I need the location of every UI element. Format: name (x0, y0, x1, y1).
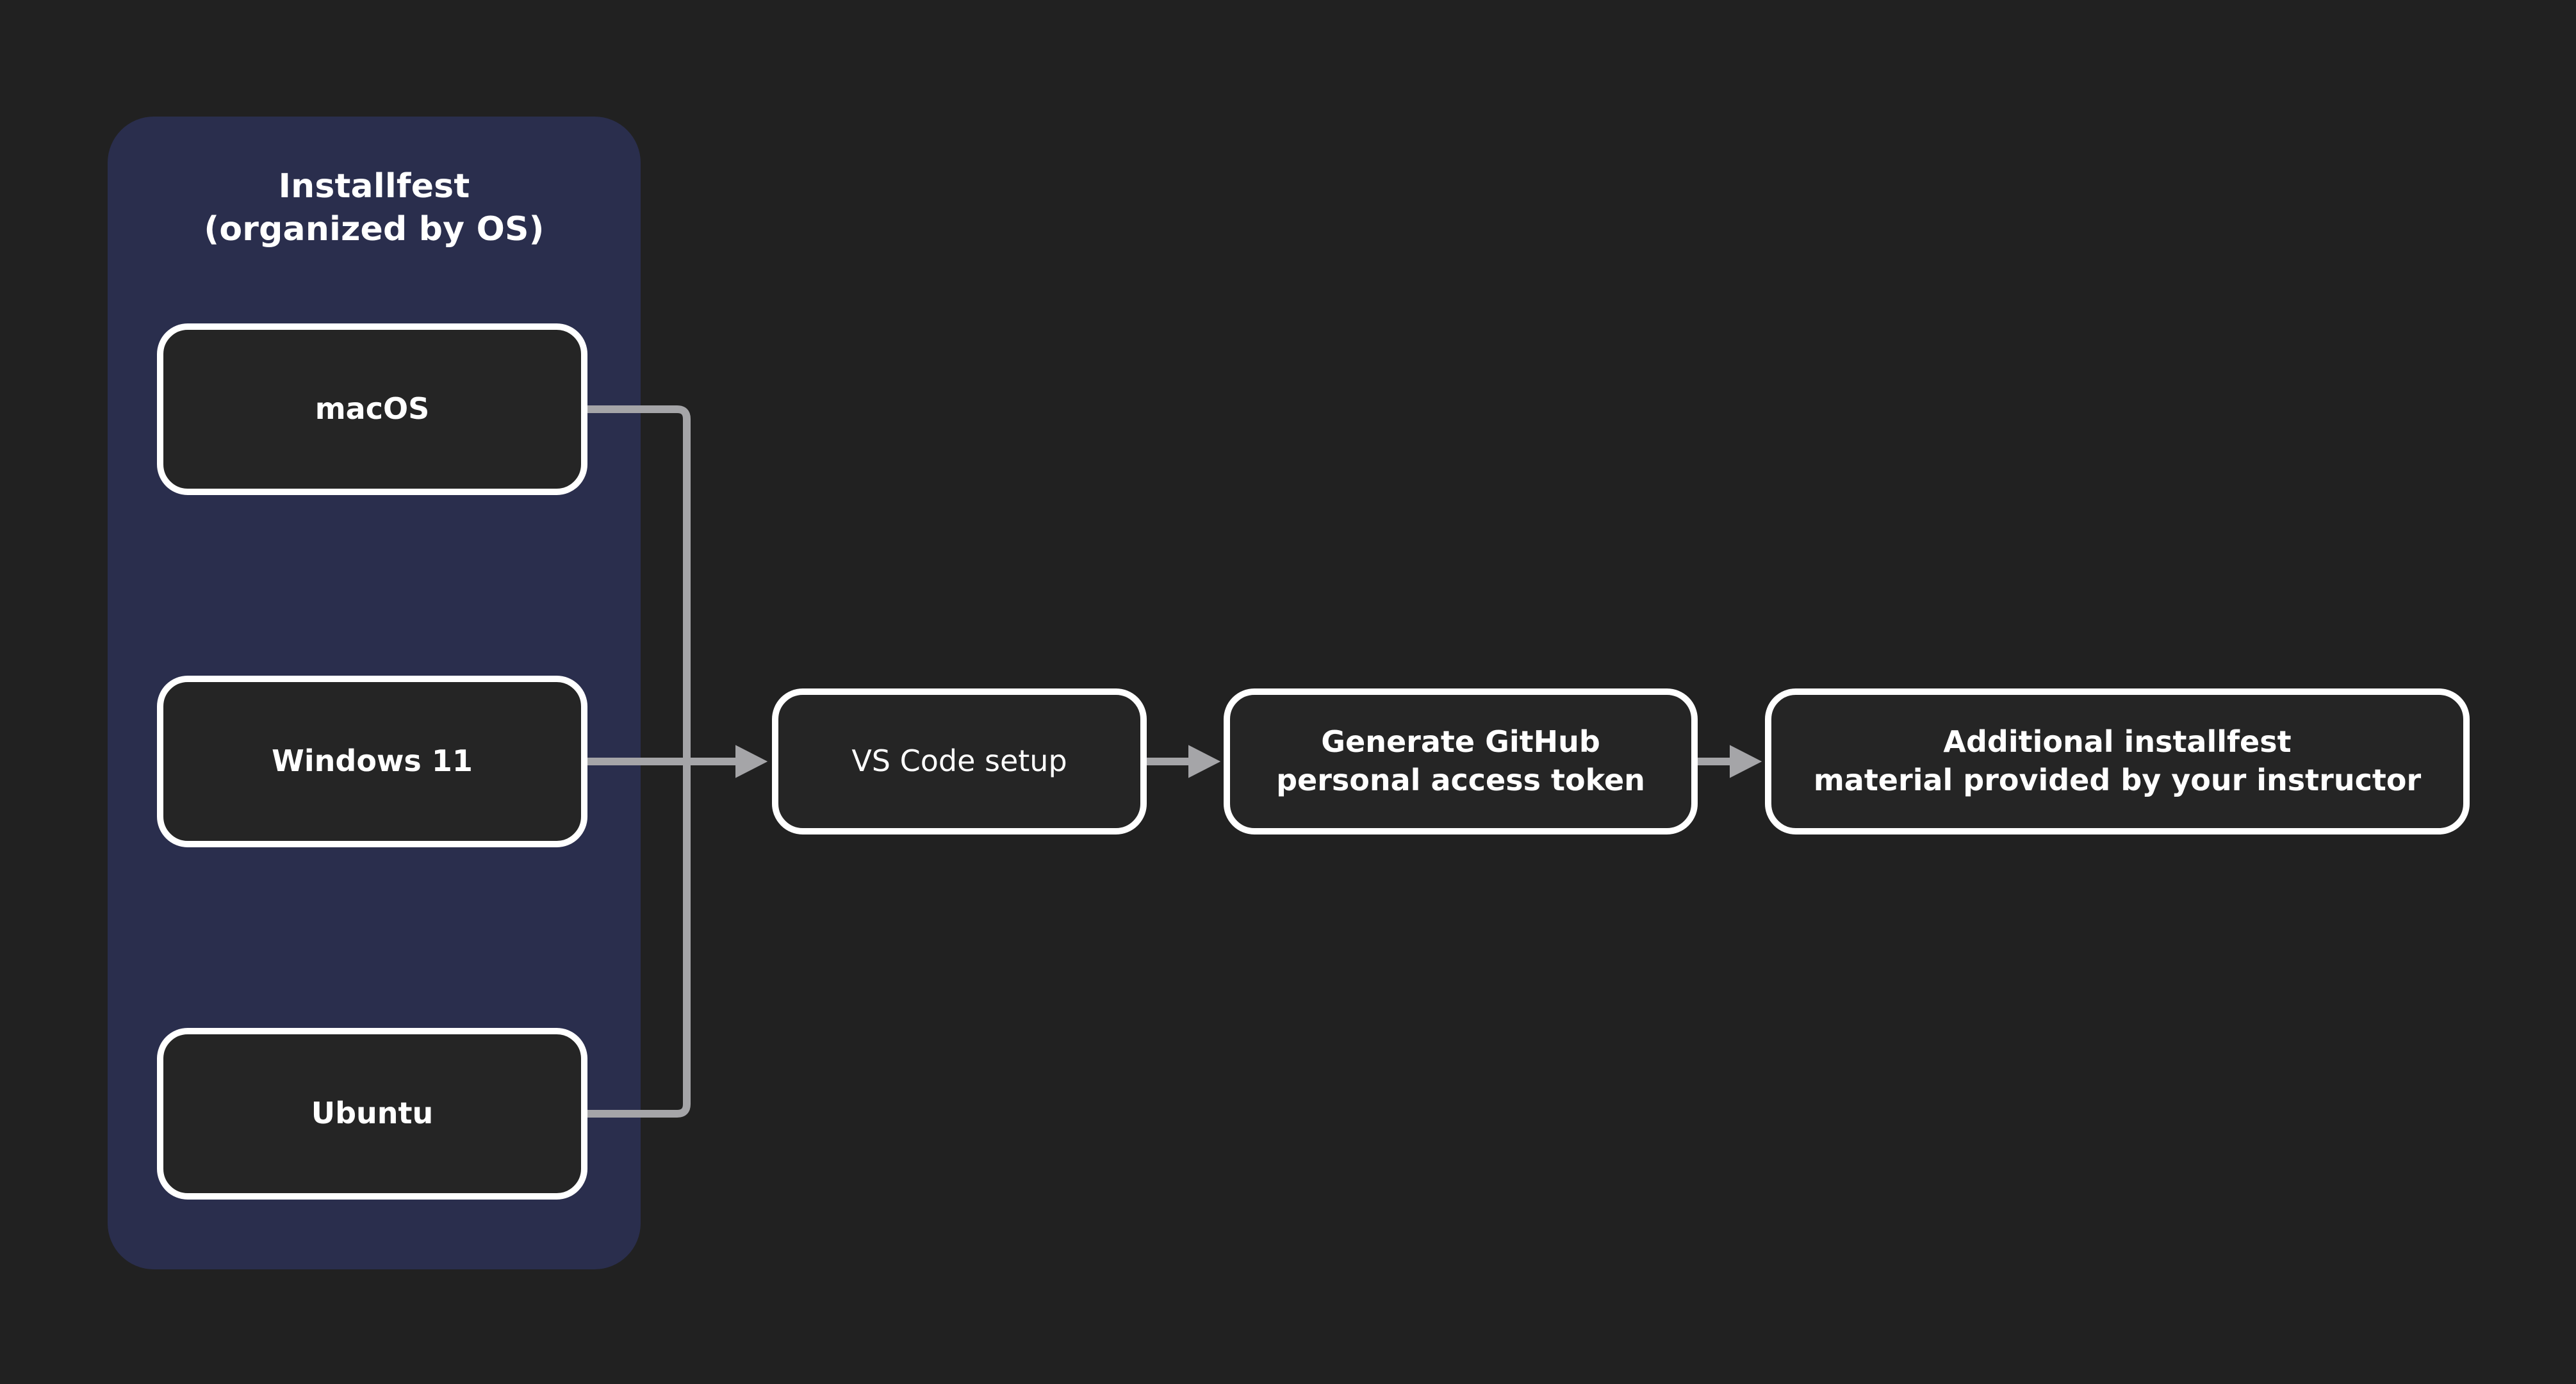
node-vs-code-setup[interactable]: VS Code setup (772, 688, 1147, 834)
node-additional-installfest-material[interactable]: Additional installfest material provided… (1765, 688, 2470, 834)
node-ubuntu[interactable]: Ubuntu (157, 1028, 587, 1200)
node-generate-github-token[interactable]: Generate GitHub personal access token (1224, 688, 1698, 834)
node-macos[interactable]: macOS (157, 323, 587, 495)
installfest-group-title: Installfest (organized by OS) (204, 167, 545, 248)
node-windows-11[interactable]: Windows 11 (157, 676, 587, 847)
